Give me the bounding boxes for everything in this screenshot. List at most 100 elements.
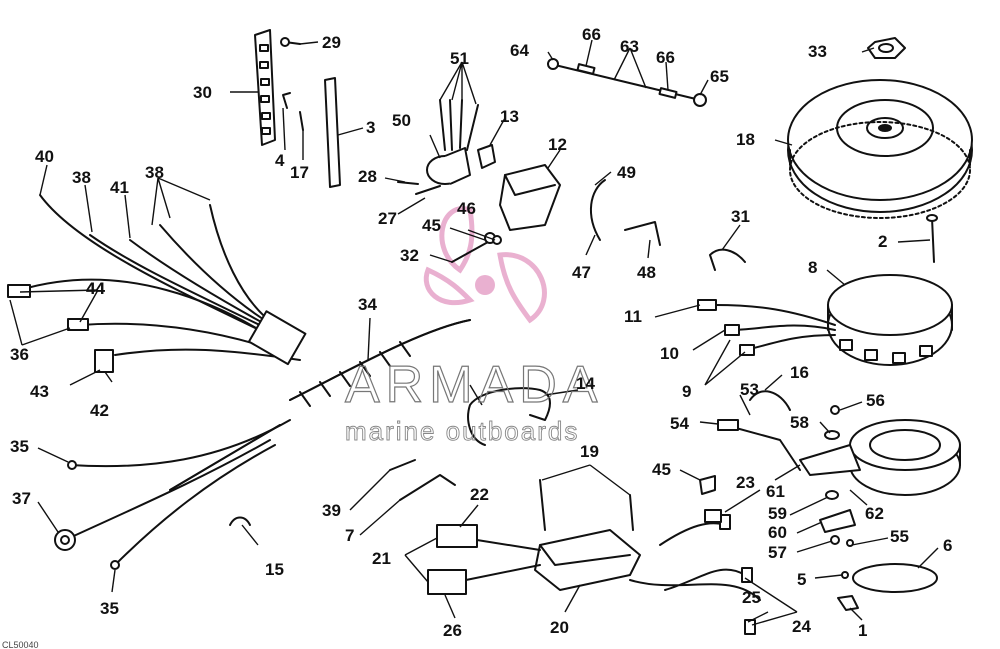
stator-part <box>827 274 953 366</box>
callout-28: 28 <box>358 167 377 186</box>
callout-22: 22 <box>470 485 489 504</box>
callout-35a: 35 <box>10 437 29 456</box>
callout-40: 40 <box>35 147 54 166</box>
callout-47: 47 <box>572 263 591 282</box>
callout-8: 8 <box>808 258 817 277</box>
callout-46: 46 <box>457 199 476 218</box>
stator-wires <box>697 299 836 356</box>
callout-56: 56 <box>866 391 885 410</box>
plug-boot-49-part <box>589 179 606 241</box>
callout-3: 3 <box>366 118 375 137</box>
clip-31-part <box>709 248 746 271</box>
callout-49: 49 <box>617 163 636 182</box>
clip-1-part <box>837 595 859 611</box>
callout-2: 2 <box>878 232 887 251</box>
callout-15: 15 <box>265 560 284 579</box>
callout-24: 24 <box>792 617 811 636</box>
callout-35b: 35 <box>100 599 119 618</box>
callout-39: 39 <box>322 501 341 520</box>
solenoid-part <box>426 99 479 185</box>
connector-26-part <box>427 569 467 595</box>
callout-10: 10 <box>660 344 679 363</box>
callout-38a: 38 <box>72 168 91 187</box>
wire-harness-part <box>289 319 471 407</box>
callout-1: 1 <box>858 621 867 640</box>
ignition-coil-part <box>499 164 561 231</box>
cover-3-part <box>324 77 341 188</box>
callout-5: 5 <box>797 570 806 589</box>
callout-6: 6 <box>943 536 952 555</box>
timer-base-part <box>799 419 961 496</box>
connector-22-part <box>436 524 478 548</box>
leader-lines <box>9 39 939 626</box>
callout-11: 11 <box>624 307 642 326</box>
callout-55: 55 <box>890 527 909 546</box>
callout-4: 4 <box>275 151 285 170</box>
callout-25: 25 <box>742 588 761 607</box>
callout-61: 61 <box>766 482 785 501</box>
callout-66b: 66 <box>656 48 675 67</box>
flywheel-nut-part <box>867 37 906 59</box>
callout-27: 27 <box>378 209 397 228</box>
lower-left-harness <box>54 419 291 570</box>
callout-26: 26 <box>443 621 462 640</box>
callout-labels: 1 3 4 5 6 7 8 9 10 11 12 13 14 15 16 17 … <box>2 25 952 649</box>
callout-13: 13 <box>500 107 519 126</box>
callout-57: 57 <box>768 543 787 562</box>
callout-59: 59 <box>768 504 787 523</box>
clip-15-part <box>229 516 251 526</box>
callout-37: 37 <box>12 489 31 508</box>
callout-18: 18 <box>736 130 755 149</box>
callout-44b: 44 <box>86 279 105 298</box>
callout-17: 17 <box>290 163 309 182</box>
watermark-brand: ARMADA <box>345 356 603 414</box>
callout-19: 19 <box>580 442 599 461</box>
callout-30: 30 <box>193 83 212 102</box>
callout-48: 48 <box>637 263 656 282</box>
plug-boot-48-part <box>624 221 661 246</box>
screw-2-part <box>931 217 935 263</box>
callout-53: 53 <box>740 380 759 399</box>
retaining-ring-part <box>852 563 938 593</box>
callout-34: 34 <box>358 295 377 314</box>
bracket-13-part <box>477 144 496 169</box>
callout-7: 7 <box>345 526 354 545</box>
callout-32: 32 <box>400 246 419 265</box>
callout-33: 33 <box>808 42 827 61</box>
flywheel-part <box>787 79 973 219</box>
callout-62: 62 <box>865 504 884 523</box>
corner-code: CL50040 <box>2 640 39 649</box>
callout-63: 63 <box>620 37 639 56</box>
callout-16: 16 <box>790 363 809 382</box>
callout-20: 20 <box>550 618 569 637</box>
callout-60: 60 <box>768 523 787 542</box>
callout-58: 58 <box>790 413 809 432</box>
callout-66a: 66 <box>582 25 601 44</box>
callout-50: 50 <box>392 111 411 130</box>
lead-63-part <box>547 58 707 107</box>
terminal-block-part <box>254 29 276 146</box>
callout-23: 23 <box>736 473 755 492</box>
power-pack-part <box>534 529 641 591</box>
callout-45b: 45 <box>652 460 671 479</box>
callout-43: 43 <box>30 382 49 401</box>
callout-36: 36 <box>10 345 29 364</box>
callout-41: 41 <box>110 178 129 197</box>
left-harness-bundle <box>7 194 307 373</box>
callout-14: 14 <box>576 374 595 393</box>
callout-64: 64 <box>510 41 529 60</box>
callout-51: 51 <box>450 49 469 68</box>
callout-44: 44 <box>86 279 105 298</box>
callout-21: 21 <box>372 549 391 568</box>
wire-14-part <box>467 387 551 446</box>
watermark-tagline: marine outboards <box>345 416 579 446</box>
callout-9: 9 <box>682 382 691 401</box>
callout-45a: 45 <box>422 216 441 235</box>
callout-12: 12 <box>548 135 567 154</box>
callout-54: 54 <box>670 414 689 433</box>
callout-65: 65 <box>710 67 729 86</box>
callout-42: 42 <box>90 401 109 420</box>
callout-38b: 38 <box>145 163 164 182</box>
